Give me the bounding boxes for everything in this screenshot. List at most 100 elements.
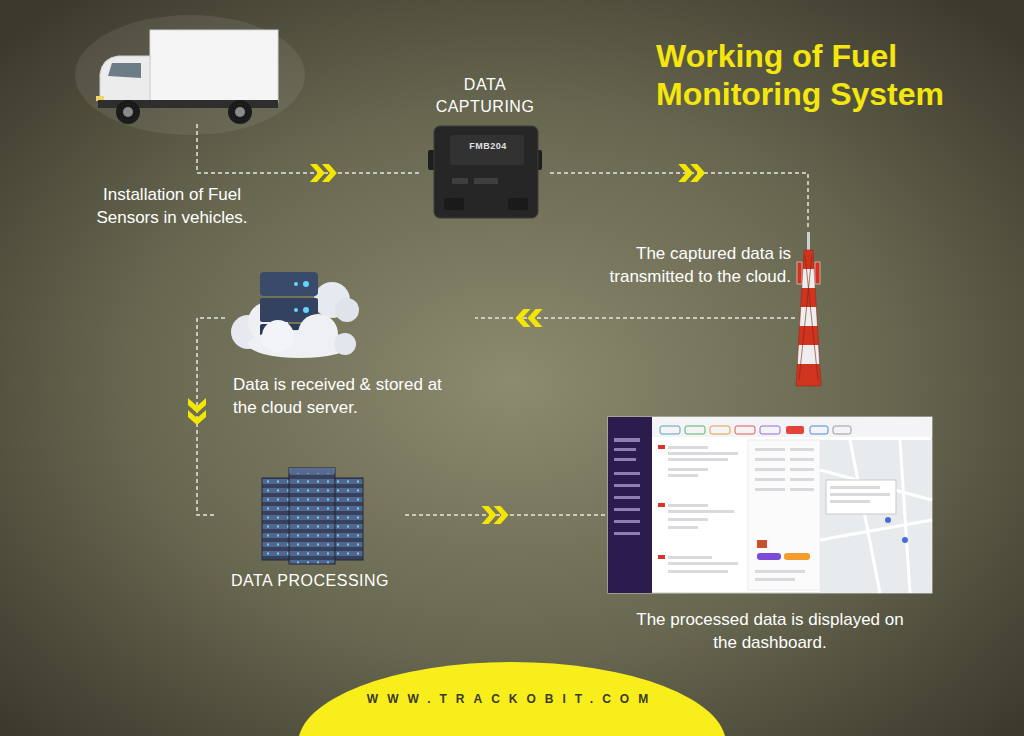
arrow-chevron — [482, 506, 509, 524]
dashboard-screenshot — [614, 532, 640, 535]
dashboard-screenshot — [760, 426, 780, 434]
device-model-box: FMB204 — [458, 141, 518, 151]
server-racks — [262, 468, 363, 564]
dashboard-screenshot — [710, 426, 730, 434]
arrow-chevron — [516, 309, 543, 327]
dashboard-screenshot — [668, 556, 712, 559]
dashboard-screenshot — [902, 537, 908, 543]
dashboard-screenshot — [668, 510, 734, 513]
dashboard-screenshot — [830, 493, 890, 496]
step-caption: DATA CAPTURING — [420, 74, 550, 118]
cell-tower — [796, 232, 821, 386]
cloud-server-icon — [334, 333, 356, 355]
step-caption: The captured data is transmitted to the … — [586, 242, 791, 289]
process-step: The processed data is displayed on the d… — [605, 415, 935, 661]
truck-illustration — [75, 15, 305, 135]
dashboard-screenshot — [668, 446, 738, 573]
process-step: Data is received & stored at the cloud s… — [225, 265, 475, 426]
dashboard-screenshot — [668, 570, 728, 573]
cloud-server-icon — [262, 320, 294, 352]
dashboard-screenshot — [833, 426, 851, 434]
dashboard-screenshot — [668, 474, 698, 477]
cloud-server-icon — [298, 314, 338, 354]
title-block: Working of Fuel Monitoring System — [656, 38, 1006, 114]
truck-illustration — [108, 63, 141, 78]
dashboard-screenshot — [614, 458, 636, 461]
dashboard-screenshot — [658, 503, 665, 507]
tracker-device — [428, 126, 542, 218]
truck-illustration — [228, 100, 252, 124]
process-step: DATA PROCESSING — [215, 462, 405, 598]
dashboard-screenshot — [757, 553, 781, 560]
dashboard-screenshot — [668, 504, 708, 507]
tracker-device — [452, 178, 468, 184]
tracker-device — [474, 178, 498, 184]
process-step: The captured data is transmitted to the … — [583, 230, 833, 390]
cloud-server-icon — [303, 281, 309, 287]
cloud-server-icon — [231, 272, 359, 358]
device-model: FMB204 — [458, 141, 518, 151]
dashboard-screenshot — [830, 500, 870, 503]
cell-tower — [815, 262, 820, 284]
cell-tower — [799, 255, 818, 380]
truck-illustration — [123, 107, 133, 117]
server-racks — [262, 478, 292, 560]
leader-stub — [197, 124, 282, 173]
dashboard-screenshot — [652, 417, 932, 437]
dashboard-screenshot — [755, 448, 785, 451]
cell-tower — [807, 232, 810, 252]
cell-tower — [796, 250, 821, 386]
dashboard-screenshot — [790, 448, 814, 451]
dashboard-screenshot — [658, 555, 665, 559]
dashboard-screenshot — [757, 540, 767, 548]
dashboard-screenshot — [786, 426, 804, 434]
cloud-server-icon — [335, 298, 359, 322]
dashboard-screenshot — [820, 440, 932, 593]
dashboard-screenshot — [614, 508, 640, 511]
leader-stub — [583, 317, 795, 319]
dashboard-screenshot — [660, 426, 680, 434]
dashboard-screenshot — [668, 468, 708, 471]
dashboard-screenshot — [790, 468, 814, 471]
server-racks — [333, 478, 363, 560]
dashboard-screenshot — [614, 472, 640, 475]
dashboard-screenshot — [755, 488, 785, 491]
dashboard-screenshot — [735, 426, 755, 434]
dashboard-screenshot — [668, 562, 738, 565]
dashboard-screenshot — [668, 458, 728, 461]
dashboard-screenshot — [608, 417, 652, 593]
dashboard-screenshot — [784, 553, 810, 560]
tracker-device — [444, 198, 464, 210]
dashboard-screenshot — [748, 440, 820, 590]
arrow-chevron — [188, 398, 206, 425]
dashboard-screenshot — [668, 518, 708, 521]
truck-illustration — [75, 15, 305, 135]
dashboard-screenshot — [755, 458, 785, 461]
arrow-chevron — [310, 164, 337, 182]
leader-stub — [197, 124, 795, 318]
website-url-box: WWW.TRACKOBIT.COM — [300, 692, 724, 706]
server-racks — [289, 468, 335, 473]
dashboard-screenshot — [826, 480, 896, 514]
dashboard-screenshot — [668, 446, 708, 449]
cloud-server-icon — [294, 308, 298, 312]
cloud-server-icon — [303, 307, 309, 313]
process-step: Installation of Fuel Sensors in vehicles… — [62, 28, 282, 236]
dashboard-screenshot — [614, 496, 640, 499]
dashboard-screenshot — [608, 417, 932, 593]
step-caption: Data is received & stored at the cloud s… — [233, 373, 465, 420]
diagram-title: Working of Fuel Monitoring System — [656, 38, 1006, 114]
dashboard-screenshot — [790, 478, 814, 481]
cell-tower — [797, 262, 802, 284]
tracker-device — [450, 135, 524, 165]
dashboard-screenshot — [685, 426, 705, 434]
dashboard-screenshot — [790, 458, 814, 461]
dashboard-screenshot — [885, 517, 891, 523]
dashboard-screenshot — [790, 488, 814, 491]
dashboard-screenshot — [755, 578, 795, 581]
tracker-device — [434, 126, 538, 218]
dashboard-screenshot — [614, 484, 640, 487]
arrow-chevron — [678, 164, 705, 182]
truck-illustration — [235, 107, 245, 117]
